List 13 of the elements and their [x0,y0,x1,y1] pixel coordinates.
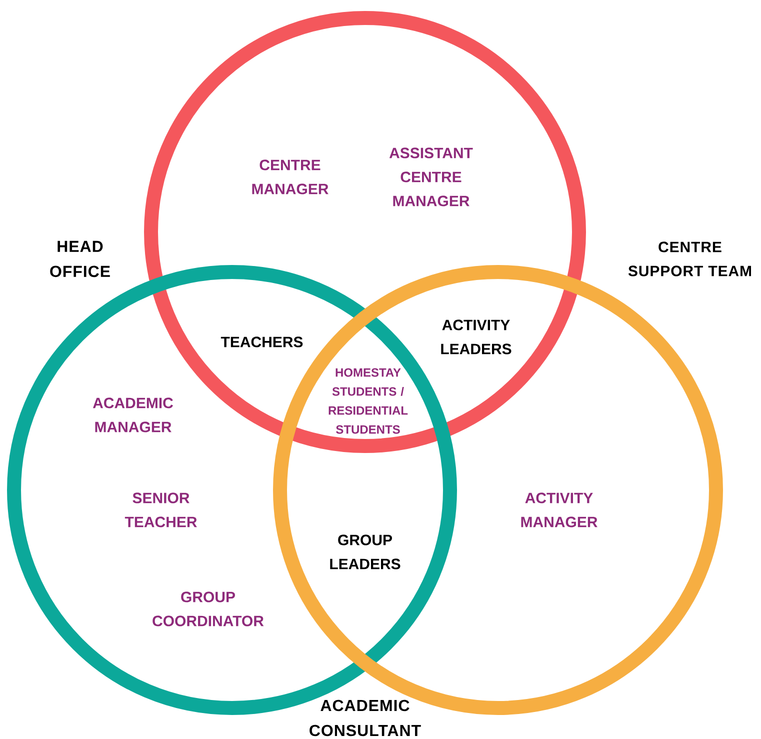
circle-heading: ACADEMIC CONSULTANT [310,700,421,736]
region-label: CENTRE MANAGER [252,160,328,194]
region-label: ACTIVITY LEADERS [441,320,512,354]
circle-heading: CENTRE SUPPORT TEAM [628,242,751,276]
region-label: SENIOR TEACHER [124,492,197,528]
circle-heading: HEAD OFFICE [50,240,110,278]
region-label: TEACHERS [220,336,303,348]
region-label: GROUP LEADERS [330,534,400,570]
region-label: ACTIVITY MANAGER [521,492,598,528]
region-label: GROUP COORDINATOR [152,592,264,626]
region-label: HOMESTAY STUDENTS / RESIDENTIAL STUDENTS [328,368,408,434]
region-label: ASSISTANT CENTRE MANAGER [389,148,473,206]
region-label: ACADEMIC MANAGER [92,398,173,432]
